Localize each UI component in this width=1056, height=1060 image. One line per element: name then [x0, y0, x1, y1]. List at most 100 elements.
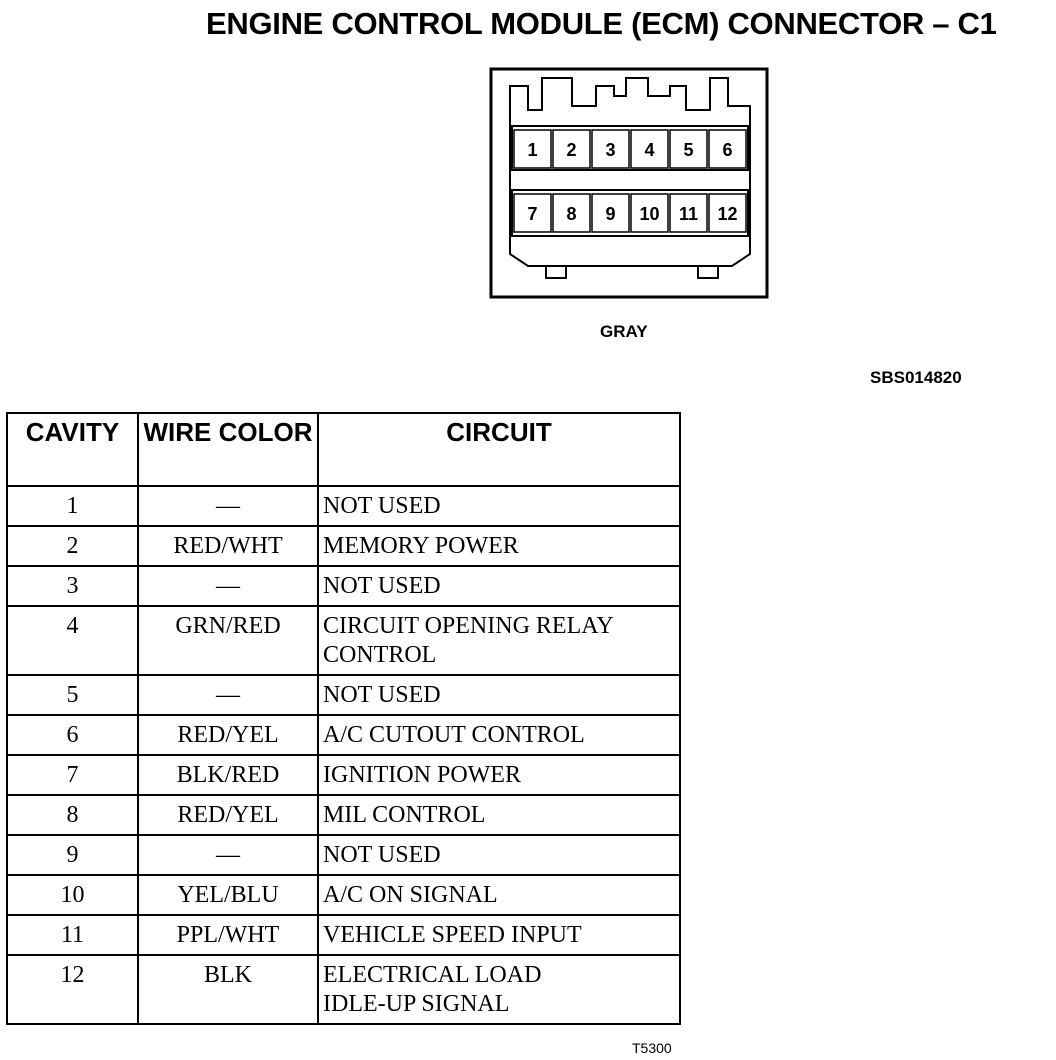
header-wire-line2: COLOR	[218, 417, 313, 447]
pin-number-label: 9	[605, 204, 615, 224]
cavity-cell: 11	[6, 914, 139, 956]
circuit-line: NOT USED	[323, 682, 441, 708]
table-row: 1—NOT USED	[6, 485, 681, 527]
cavity-cell: 9	[6, 834, 139, 876]
pin-number-label: 4	[644, 140, 654, 160]
circuit-line: A/C ON SIGNAL	[323, 882, 498, 908]
pin-row-2-frame	[511, 189, 749, 237]
header-wire-color: WIRE COLOR	[137, 412, 319, 487]
circuit-line: CONTROL	[323, 642, 437, 668]
circuit-cell: CIRCUIT OPENING RELAY CONTROL	[317, 605, 681, 676]
pin-cavity-cell	[630, 129, 669, 169]
connector-housing-outline	[509, 77, 751, 267]
wire-color-cell: BLK	[137, 954, 319, 1025]
header-cavity: CAVITY	[6, 412, 139, 487]
pin-cavity-cell	[669, 129, 708, 169]
wire-color-cell: —	[137, 485, 319, 527]
connector-lower-latch	[545, 266, 719, 279]
wire-color-cell: —	[137, 565, 319, 607]
circuit-cell: NOT USED	[317, 485, 681, 527]
circuit-line: CIRCUIT OPENING RELAY	[323, 613, 614, 639]
wire-color-cell: BLK/RED	[137, 754, 319, 796]
cavity-cell: 5	[6, 674, 139, 716]
pin-row-2: 7 8 9 10 11 12	[513, 193, 747, 233]
header-circuit: CIRCUIT	[317, 412, 681, 487]
pin-number-label: 6	[722, 140, 732, 160]
cavity-cell: 1	[6, 485, 139, 527]
wire-color-cell: —	[137, 834, 319, 876]
pin-cavity-cell	[669, 193, 708, 233]
pin-number-label: 10	[639, 204, 659, 224]
wire-color-cell: RED/YEL	[137, 714, 319, 756]
table-row: 5—NOT USED	[6, 674, 681, 716]
figure-id: SBS014820	[870, 368, 962, 387]
cavity-cell: 7	[6, 754, 139, 796]
wire-color-cell: RED/WHT	[137, 525, 319, 567]
header-wire-line1: WIRE	[143, 417, 212, 447]
circuit-cell: VEHICLE SPEED INPUT	[317, 914, 681, 956]
pin-cavity-cell	[591, 129, 630, 169]
connector-outer-frame	[489, 67, 769, 299]
circuit-line: IDLE-UP SIGNAL	[323, 991, 510, 1017]
wire-color-cell: RED/YEL	[137, 794, 319, 836]
circuit-cell: NOT USED	[317, 565, 681, 607]
pin-number-label: 5	[683, 140, 693, 160]
wire-color-cell: PPL/WHT	[137, 914, 319, 956]
circuit-cell: A/C ON SIGNAL	[317, 874, 681, 916]
circuit-line: VEHICLE SPEED INPUT	[323, 922, 582, 948]
circuit-line: IGNITION POWER	[323, 762, 521, 788]
page-title: ENGINE CONTROL MODULE (ECM) CONNECTOR – …	[206, 6, 997, 41]
cavity-cell: 6	[6, 714, 139, 756]
pin-number-label: 7	[527, 204, 537, 224]
pin-number-label: 12	[717, 204, 737, 224]
table-id: T5300	[632, 1040, 672, 1056]
connector-color-label: GRAY	[600, 322, 648, 341]
cavity-cell: 3	[6, 565, 139, 607]
circuit-line: MEMORY POWER	[323, 533, 519, 559]
pin-number-label: 8	[566, 204, 576, 224]
pin-cavity-cell	[708, 129, 747, 169]
circuit-line: A/C CUTOUT CONTROL	[323, 722, 585, 748]
cavity-cell: 12	[6, 954, 139, 1025]
cavity-cell: 4	[6, 605, 139, 676]
pin-cavity-cell	[552, 129, 591, 169]
circuit-cell: NOT USED	[317, 834, 681, 876]
circuit-cell: A/C CUTOUT CONTROL	[317, 714, 681, 756]
wire-color-cell: YEL/BLU	[137, 874, 319, 916]
circuit-cell: ELECTRICAL LOAD IDLE-UP SIGNAL	[317, 954, 681, 1025]
circuit-cell: NOT USED	[317, 674, 681, 716]
table-header-row: CAVITY WIRE COLOR CIRCUIT	[6, 412, 681, 487]
pin-row-1-frame	[511, 125, 749, 171]
wire-color-cell: —	[137, 674, 319, 716]
cavity-cell: 8	[6, 794, 139, 836]
pin-number-label: 3	[605, 140, 615, 160]
circuit-line: NOT USED	[323, 573, 441, 599]
cavity-cell: 2	[6, 525, 139, 567]
circuit-cell: MEMORY POWER	[317, 525, 681, 567]
pin-cavity-cell	[591, 193, 630, 233]
circuit-cell: MIL CONTROL	[317, 794, 681, 836]
table-row: 3—NOT USED	[6, 565, 681, 607]
pin-cavity-cell	[630, 193, 669, 233]
circuit-line: NOT USED	[323, 493, 441, 519]
circuit-line: NOT USED	[323, 842, 441, 868]
pin-cavity-cell	[513, 193, 552, 233]
pin-cavity-cell	[552, 193, 591, 233]
table-row: 9—NOT USED	[6, 834, 681, 876]
circuit-line: ELECTRICAL LOAD	[323, 962, 542, 988]
pin-number-label: 11	[679, 204, 698, 224]
circuit-line: MIL CONTROL	[323, 802, 486, 828]
cavity-cell: 10	[6, 874, 139, 916]
wire-color-cell: GRN/RED	[137, 605, 319, 676]
